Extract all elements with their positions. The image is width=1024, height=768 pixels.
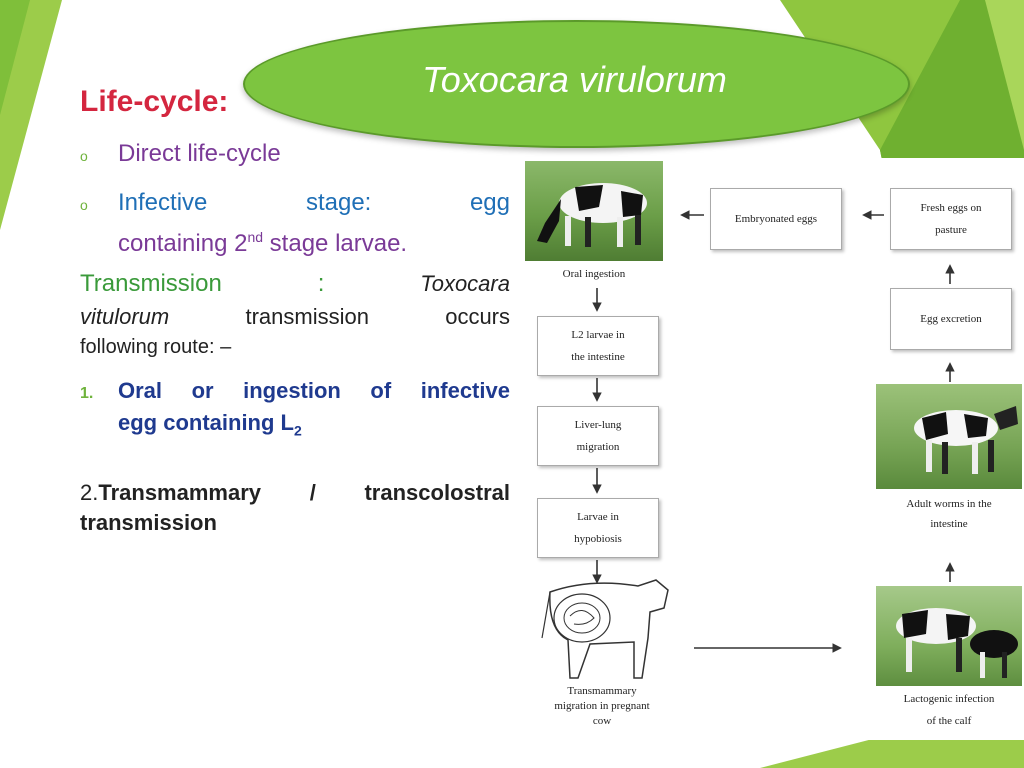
bullet-circle-icon: o [80,197,88,213]
title-oval [243,20,910,148]
hypobiosis-line1: Larvae in [577,511,619,523]
cow-grazing-photo [525,161,663,261]
route-1-line2: egg containing L2 [118,410,302,438]
route-2-number: 2. [80,480,99,505]
diagram-arrows [592,210,955,653]
transmammary-line1: Transmammary [567,685,637,697]
ingestion-word: ingestion [243,378,341,403]
box-l2-larvae: L2 larvae in the intestine [537,316,659,376]
infective-word: Infective [118,189,208,216]
bullet-direct-life-cycle: Direct life-cycle [118,140,281,167]
superscript-nd: nd [247,229,264,245]
slash-word: / [309,480,316,505]
occurs-word: occurs [445,304,510,329]
label-lactogenic-infection: Lactogenic infection of the calf [876,688,1022,732]
label-oral-ingestion: Oral ingestion [562,268,626,280]
vitulorum-word: vitulorum [80,304,170,329]
box-egg-excretion: Egg excretion [890,288,1012,350]
transcolostral-word: transcolostral [364,480,510,505]
life-cycle-heading: Life-cycle: [80,85,229,118]
adult-cow-photo [876,384,1022,489]
fresh-eggs-line2: pasture [935,224,967,236]
containing-text: containing 2 [118,230,248,257]
bullet-circle-icon: o [80,148,88,164]
bullet-infective-line2: containing 2nd stage larvae. [118,222,407,259]
route-2-line2: transmission [80,510,217,535]
oral-word: Oral [118,378,163,403]
route-1-number: 1. [80,385,94,402]
stage-larvae-text: stage larvae. [263,230,408,257]
bullet-infective-stage: Infective stage: egg [118,188,510,218]
lactogenic-line1: Lactogenic infection [903,693,995,705]
pregnant-cow-drawing [530,568,680,686]
route-2-line1: 2.Transmammary / transcolostral [80,480,510,506]
adult-worms-line1: Adult worms in the [906,498,992,510]
l2-larvae-line1: L2 larvae in [571,329,625,341]
label-adult-worms: Adult worms in the intestine [876,494,1022,534]
infective-word: infective [420,378,510,403]
or-word: or [191,378,214,403]
egg-containing-text: egg containing L [118,410,294,435]
lactogenic-line2: of the calf [926,715,972,727]
stage-word: stage: [305,189,372,216]
transmission-label: Transmission [80,270,222,297]
box-hypobiosis: Larvae in hypobiosis [537,498,659,558]
slide-title: Toxocara virulorum [422,59,727,100]
transmission-colon: : [317,270,325,297]
life-cycle-diagram: Oral ingestion L2 larvae in the intestin… [522,158,1024,740]
transmission-line3: following route: – [80,336,232,358]
toxocara-word: Toxocara [420,271,510,296]
calf-suckling-photo [876,586,1022,686]
hypobiosis-line2: hypobiosis [574,533,622,545]
box-liver-lung: Liver-lung migration [537,406,659,466]
box-fresh-eggs: Fresh eggs on pasture [890,188,1012,250]
label-transmammary-migration: Transmammary migration in pregnant cow [527,684,677,729]
transmission-word: transmission [245,304,369,329]
transmammary-line2: migration in pregnant [554,700,650,712]
transmission-line2: vitulorum transmission occurs [80,304,510,330]
subscript-2: 2 [294,422,302,439]
liver-lung-line2: migration [576,441,620,453]
liver-lung-line1: Liver-lung [574,419,622,431]
transmammary-line3: cow [592,715,612,727]
fresh-eggs-line1: Fresh eggs on [920,202,982,214]
l2-larvae-line2: the intestine [571,351,625,363]
adult-worms-line2: intestine [930,518,968,530]
transmission-line1: Transmission : Toxocara [80,270,510,298]
route-1-line1: Oral or ingestion of infective [118,378,510,404]
of-word: of [370,378,392,403]
egg-word: egg [469,189,510,216]
box-embryonated-eggs: Embryonated eggs [710,188,842,250]
transmammary-word: Transmammary [98,480,262,505]
